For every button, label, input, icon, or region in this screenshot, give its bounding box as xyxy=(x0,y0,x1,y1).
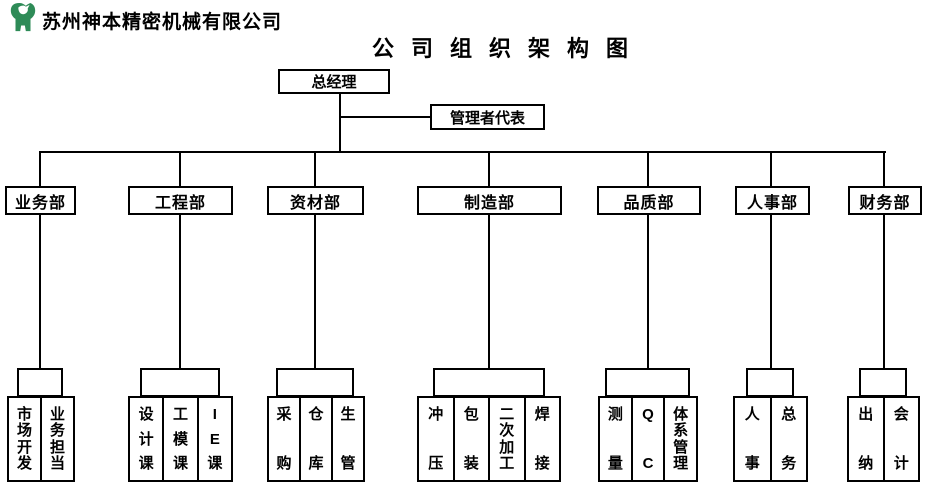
sub-unit-cell: 二次加工 xyxy=(488,398,524,480)
dept-label: 品质部 xyxy=(623,194,675,212)
dept-label: 财务部 xyxy=(859,194,911,212)
connector-trunk-line xyxy=(39,151,886,153)
sub-unit-cell: 冲压 xyxy=(428,406,444,472)
dept-label: 业务部 xyxy=(14,194,66,212)
company-name: 苏州神本精密机械有限公司 xyxy=(42,12,283,33)
subunit-group-materials: 采购 仓库 生管 xyxy=(267,396,365,482)
connector-gm-to-rep xyxy=(340,116,430,118)
dept-box-quality: 品质部 xyxy=(597,186,701,215)
subunit-bracket-hr xyxy=(746,368,794,397)
sub-unit-cell: 焊接 xyxy=(523,398,560,480)
connector-dept-to-subunits-5 xyxy=(647,213,649,369)
chart-title: 公司组织架构图 xyxy=(372,36,646,61)
connector-gm-to-trunk xyxy=(339,92,341,152)
connector-dept-to-subunits-6 xyxy=(770,213,772,369)
sub-unit-cell: 体系管理 xyxy=(663,398,696,480)
subunit-bracket-business xyxy=(17,368,63,397)
sub-unit-cell: 采购 xyxy=(276,406,292,472)
sub-unit-cell: 业务担当 xyxy=(40,398,73,480)
dept-box-finance: 财务部 xyxy=(848,186,922,215)
subunit-group-business: 市场开发 业务担当 xyxy=(7,396,75,482)
company-logo-icon xyxy=(10,2,36,32)
connector-dept-to-subunits-7 xyxy=(883,213,885,369)
subunit-group-manufacturing: 冲压 包装 二次加工 焊接 xyxy=(417,396,561,482)
connector-trunk-to-dept-5 xyxy=(647,152,649,187)
dept-label: 资材部 xyxy=(289,194,341,212)
connector-dept-to-subunits-4 xyxy=(488,213,490,369)
subunit-bracket-manufacturing xyxy=(433,368,545,397)
connector-dept-to-subunits-3 xyxy=(314,213,316,369)
dept-box-engineering: 工程部 xyxy=(128,186,233,215)
sub-unit-cell: 设计课 xyxy=(138,406,154,472)
subunit-bracket-finance xyxy=(859,368,907,397)
sub-unit-cell: 包装 xyxy=(452,398,489,480)
connector-trunk-to-dept-7 xyxy=(883,152,885,187)
dept-label: 工程部 xyxy=(154,194,206,212)
sub-unit-cell: 生管 xyxy=(331,398,363,480)
subunit-group-finance: 出纳 会计 xyxy=(847,396,920,482)
connector-trunk-to-dept-4 xyxy=(488,152,490,187)
management-representative-box: 管理者代表 xyxy=(430,104,545,130)
connector-trunk-to-dept-3 xyxy=(314,152,316,187)
subunit-group-hr: 人事 总务 xyxy=(733,396,808,482)
sub-unit-cell: 市场开发 xyxy=(16,406,32,472)
dept-box-materials: 资材部 xyxy=(267,186,364,215)
connector-trunk-to-dept-1 xyxy=(39,152,41,187)
sub-unit-cell: 出纳 xyxy=(858,406,874,472)
sub-unit-cell: 总务 xyxy=(769,398,807,480)
dept-box-business: 业务部 xyxy=(5,186,76,215)
dept-label: 人事部 xyxy=(746,194,798,212)
management-representative-label: 管理者代表 xyxy=(449,109,525,127)
sub-unit-cell: 测量 xyxy=(607,406,623,472)
connector-trunk-to-dept-2 xyxy=(179,152,181,187)
connector-trunk-to-dept-6 xyxy=(770,152,772,187)
subunit-bracket-engineering xyxy=(140,368,220,397)
sub-unit-cell: 人事 xyxy=(744,406,760,472)
subunit-bracket-materials xyxy=(276,368,354,397)
general-manager-box: 总经理 xyxy=(278,69,390,94)
connector-dept-to-subunits-2 xyxy=(179,213,181,369)
dept-label: 制造部 xyxy=(463,194,515,212)
dept-box-manufacturing: 制造部 xyxy=(417,186,562,215)
sub-unit-cell: 工模课 xyxy=(162,398,196,480)
connector-dept-to-subunits-1 xyxy=(39,213,41,369)
subunit-bracket-quality xyxy=(605,368,690,397)
sub-unit-cell: 会计 xyxy=(882,398,919,480)
dept-box-hr: 人事部 xyxy=(735,186,810,215)
general-manager-label: 总经理 xyxy=(311,74,357,91)
sub-unit-cell: 仓库 xyxy=(299,398,331,480)
